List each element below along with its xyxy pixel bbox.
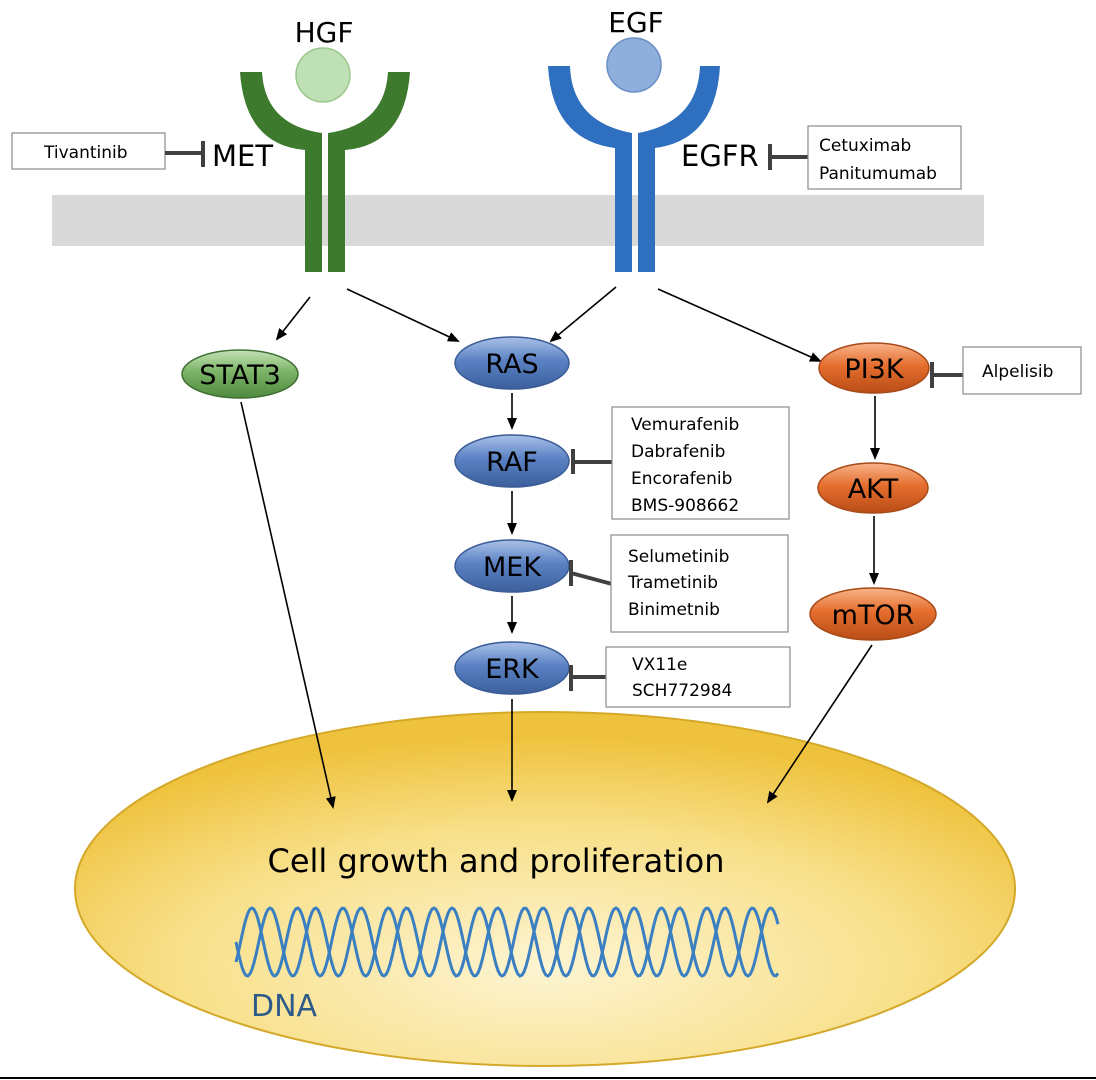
selumetinib-text: Selumetinib xyxy=(628,547,729,567)
met-label: MET xyxy=(212,139,273,173)
mtor-to-nucleus-arrow xyxy=(766,644,873,804)
erk-drug-box xyxy=(605,646,791,708)
tivantinib-box xyxy=(11,132,166,170)
stat3-label: STAT3 xyxy=(199,360,281,391)
raf-node xyxy=(454,434,570,488)
egfr-receptor xyxy=(548,66,720,272)
tivantinib-text: Tivantinib xyxy=(43,143,128,163)
met-to-stat3-arrow xyxy=(275,296,311,341)
cell-membrane xyxy=(52,195,984,246)
pi3k-node xyxy=(818,342,930,394)
sch772984-text: SCH772984 xyxy=(632,681,732,701)
vx11e-text: VX11e xyxy=(632,655,687,675)
hgf-label: HGF xyxy=(295,16,354,49)
encorafenib-text: Encorafenib xyxy=(631,469,732,489)
binimetnib-text: Binimetnib xyxy=(628,600,720,620)
raf-drug-box xyxy=(611,406,790,520)
mtor-node xyxy=(809,587,937,641)
pi3k-label: PI3K xyxy=(844,354,904,385)
erk-label: ERK xyxy=(485,654,540,685)
cetuximab-text: Cetuximab xyxy=(819,136,911,156)
akt-label: AKT xyxy=(848,474,899,505)
alpelisib-text: Alpelisib xyxy=(982,362,1053,382)
met-to-ras-arrow xyxy=(346,288,460,342)
egfr-to-ras-arrow xyxy=(549,286,617,343)
hgf-ligand xyxy=(295,47,351,103)
akt-node xyxy=(817,462,929,514)
mtor-label: mTOR xyxy=(832,600,915,631)
nucleus-title: Cell growth and proliferation xyxy=(267,842,724,880)
mek-inhibition-bar xyxy=(570,571,613,586)
stat3-node xyxy=(181,349,299,399)
vemurafenib-text: Vemurafenib xyxy=(631,415,739,435)
alpelisib-box xyxy=(962,346,1082,395)
mek-label: MEK xyxy=(483,552,542,583)
dna-label: DNA xyxy=(251,989,318,1024)
egfr-drug-box xyxy=(807,125,962,190)
egf-label: EGF xyxy=(608,6,664,39)
nucleus xyxy=(74,711,1016,1067)
panitumumab-text: Panitumumab xyxy=(819,164,937,184)
egf-ligand xyxy=(606,37,662,93)
trametinib-text: Trametinib xyxy=(627,573,718,593)
mek-drug-box xyxy=(610,534,789,633)
met-receptor xyxy=(240,72,410,272)
egfr-to-pi3k-arrow xyxy=(657,288,822,362)
egfr-label: EGFR xyxy=(681,139,759,173)
dabrafenib-text: Dabrafenib xyxy=(631,442,725,462)
dna-helix xyxy=(234,906,780,978)
ras-label: RAS xyxy=(485,349,538,380)
raf-label: RAF xyxy=(486,447,538,478)
stat3-to-nucleus-arrow xyxy=(240,401,336,809)
ras-node xyxy=(454,336,570,390)
bms-908662-text: BMS-908662 xyxy=(631,496,739,516)
